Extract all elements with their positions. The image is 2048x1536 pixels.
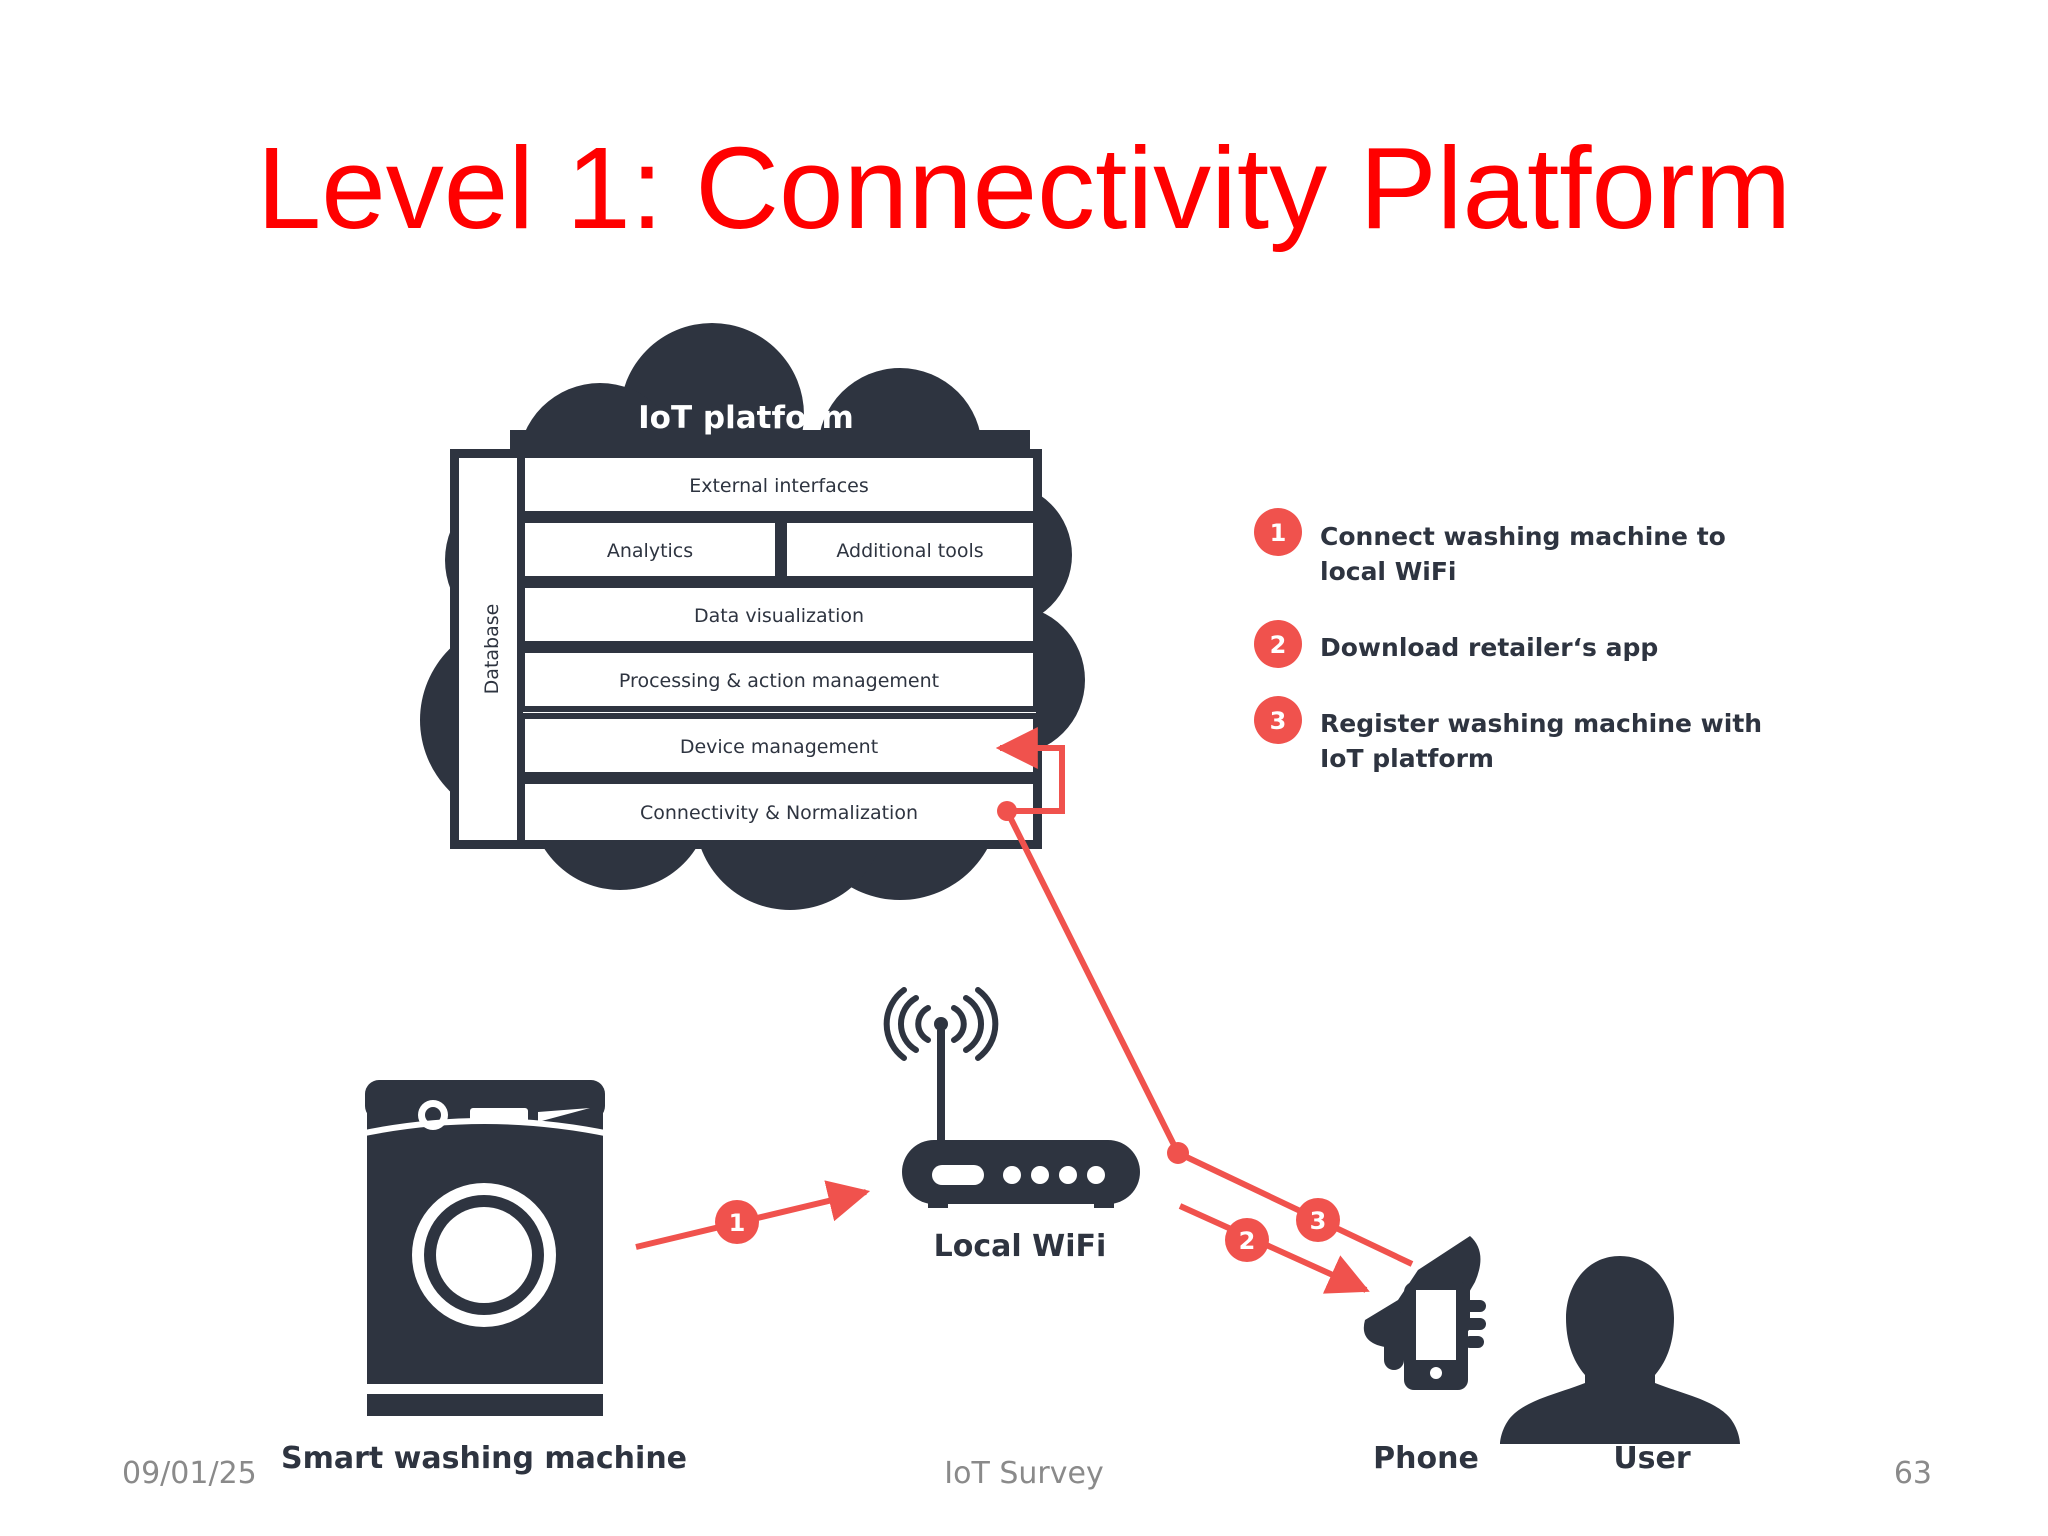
wifi-label: Local WiFi [934,1229,1107,1264]
washing-machine-icon [359,1080,611,1416]
layer-connectivity-label: Connectivity & Normalization [640,802,918,824]
step-1-number: 1 [1270,519,1287,547]
arrow-1-number: 1 [729,1209,746,1237]
layer-device-management-label: Device management [680,736,878,758]
step-1-badge [1254,508,1302,556]
layer-additional-tools [781,517,1039,582]
layer-analytics-label: Analytics [607,540,693,562]
step-2-badge [1254,620,1302,668]
footer-date: 09/01/25 [122,1456,257,1491]
layer-additional-tools-label: Additional tools [836,540,983,562]
layer-data-visualization-label: Data visualization [694,605,864,627]
step-3-badge [1254,696,1302,744]
step-2-line1: Download retailer‘s app [1320,633,1658,662]
washing-machine-label: Smart washing machine [281,1441,687,1476]
layer-connectivity [519,778,1039,846]
user-silhouette-icon [1500,1256,1740,1444]
arrow-2-badge [1225,1218,1269,1262]
arrow-platform-to-phone-segment [1176,1150,1414,1267]
arrow-wifi-to-phone [1178,1203,1370,1294]
step-3-line1: Register washing machine with [1320,709,1762,738]
step-3-line2: IoT platform [1320,744,1494,773]
arrow-2-number: 2 [1239,1227,1256,1255]
layer-external-interfaces-label: External interfaces [689,475,869,497]
steps-legend: 1 Connect washing machine to local WiFi … [1254,508,1762,773]
arrow-platform-to-wifi-segment [1004,809,1181,1155]
layer-external-interfaces [519,452,1039,517]
slide-title: Level 1: Connectivity Platform [256,123,1792,253]
wifi-router-icon [883,987,1140,1208]
arrow-3-number: 3 [1310,1207,1327,1235]
phone-in-hand-icon [1363,1236,1486,1390]
step-1-line1: Connect washing machine to [1320,522,1726,551]
page-number: 63 [1893,1456,1932,1491]
user-label: User [1613,1441,1691,1476]
step-2-number: 2 [1270,631,1287,659]
arrow-3-badge [1296,1198,1340,1242]
footer-title: IoT Survey [944,1456,1104,1491]
iot-platform-title: IoT platform [638,400,854,436]
layer-data-visualization [519,582,1039,647]
phone-label: Phone [1373,1441,1479,1476]
layer-processing-label: Processing & action management [619,670,939,692]
layer-processing [519,647,1039,712]
platform-internal-arrow [995,727,1065,814]
step-3-number: 3 [1270,707,1287,735]
step-1-line2: local WiFi [1320,557,1457,586]
layer-analytics [519,517,781,582]
arrow-1-badge [715,1200,759,1244]
arrow-3-junction-dot [1167,1142,1189,1164]
database-label: Database [481,604,503,695]
